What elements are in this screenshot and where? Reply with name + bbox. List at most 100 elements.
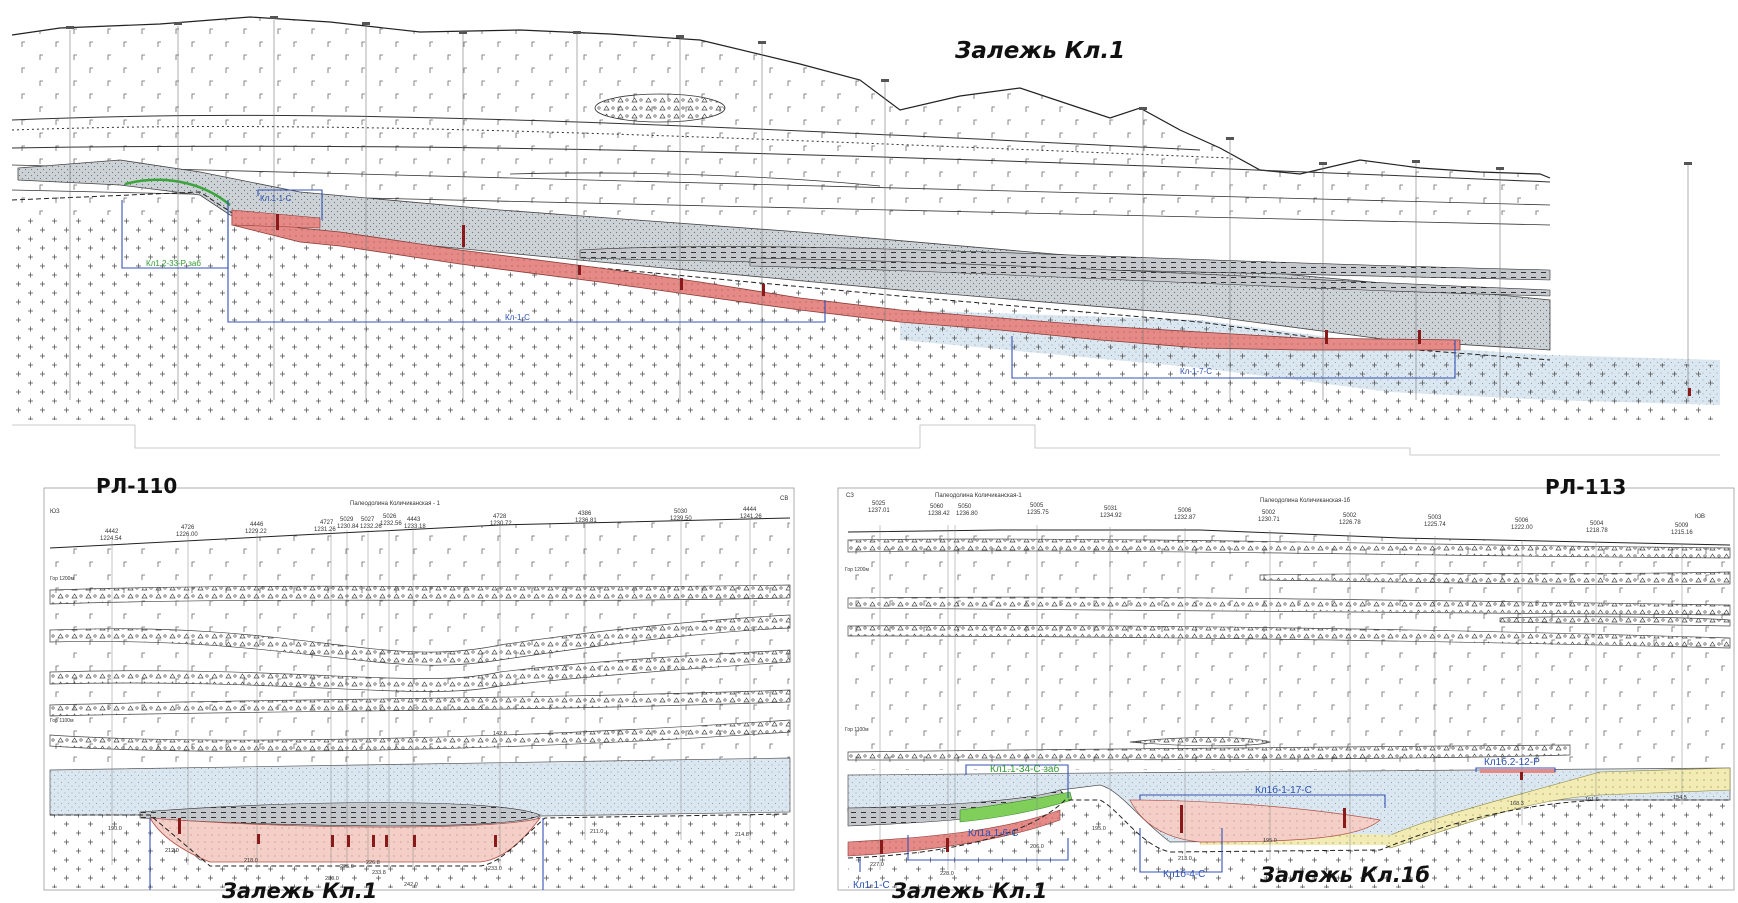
right-bedrock	[848, 800, 1730, 888]
left-well-5-id: 5029	[340, 517, 354, 523]
right-well-9-elev: 1225.74	[1424, 522, 1446, 528]
right-well-10-id: 5006	[1515, 518, 1529, 524]
right-depth-9: 154.5	[1673, 795, 1687, 801]
right-upper-strata	[848, 530, 1730, 770]
left-bedrock	[50, 814, 790, 888]
right-well-7-id: 5002	[1262, 510, 1276, 516]
left-well-11-elev: 1239.50	[670, 516, 692, 522]
left-well-1-id: 4442	[105, 529, 119, 535]
right-well-2-elev: 1238.42	[928, 511, 950, 517]
left-well-1-elev: 1224.54	[100, 536, 122, 542]
top-lens-ellipse	[594, 93, 726, 123]
right-zone-label-green: Кл1.1-34-С заб	[990, 763, 1059, 775]
right-panel-subtitle-1: Палеодолина Количиканская-1	[935, 493, 1022, 499]
right-well-9-id: 5003	[1428, 515, 1442, 521]
left-depth-mark-1: Гор 1200м	[50, 576, 74, 582]
left-well-10-id: 4386	[578, 511, 592, 517]
right-well-1-id: 5025	[872, 501, 886, 507]
left-well-9-elev: 1230.72	[490, 521, 512, 527]
left-well-12-id: 4444	[743, 507, 757, 513]
right-well-4-elev: 1235.75	[1027, 510, 1049, 516]
left-well-11-id: 5030	[674, 509, 688, 515]
right-well-1-elev: 1237.01	[868, 508, 890, 514]
right-panel-title: РЛ-113	[1545, 475, 1626, 499]
left-well-4-id: 4727	[320, 520, 334, 526]
left-well-4-elev: 1231.26	[314, 527, 336, 533]
right-well-10-elev: 1222.00	[1511, 525, 1533, 531]
right-zone-label-blue-b2: Кл1б.2-12-Р	[1484, 756, 1540, 768]
right-well-3-elev: 1236.80	[956, 511, 978, 517]
right-well-11-elev: 1218.78	[1586, 528, 1608, 534]
top-cross-section: Залежь Кл.1 Кл1.2-33-Р заб Кл.1-1-С Кл-1…	[11, 16, 1720, 456]
left-panel-title: РЛ-110	[96, 474, 177, 498]
left-depth-12: 230.0	[325, 876, 339, 882]
right-depth-7: 168.3	[1510, 801, 1524, 807]
right-depth-mark-2: Гор 1100м	[845, 727, 869, 733]
right-well-8-id: 5002	[1343, 513, 1357, 519]
left-well-3-elev: 1229.22	[245, 529, 267, 535]
right-well-3-id: 5050	[958, 504, 972, 510]
top-zone-label-blue-2: Кл-1-С	[505, 313, 530, 322]
right-panel-corner-left: СЗ	[846, 493, 854, 499]
right-well-8-elev: 1226.78	[1339, 520, 1361, 526]
left-well-5-elev: 1230.84	[337, 524, 359, 530]
right-well-12-id: 5009	[1675, 523, 1689, 529]
right-panel-rl113: РЛ-113 Палеодолина Количиканская-1 Палео…	[837, 475, 1735, 903]
left-depth-4: 226.8	[366, 860, 380, 866]
right-zone-label-blue-b1: Кл1б-1-17-С	[1255, 784, 1312, 796]
left-panel-subtitle: Палеодолина Количиканская - 1	[350, 501, 441, 507]
right-well-2-id: 5060	[930, 504, 944, 510]
right-zone-label-blue-1: Кл1-1-С	[853, 880, 890, 891]
top-zone-label-green: Кл1.2-33-Р заб	[146, 259, 201, 268]
right-well-6-id: 5006	[1178, 508, 1192, 514]
right-panel-frame	[837, 487, 1735, 891]
right-depth-8: 161.6	[1585, 797, 1599, 803]
left-depth-5: 233.8	[372, 870, 386, 876]
left-well-6-elev: 1232.26	[360, 524, 382, 530]
left-depth-11: 190.0	[108, 826, 122, 832]
right-depth-6: 195.0	[1263, 838, 1277, 844]
top-zone-label-blue-1: Кл.1-1-С	[260, 194, 292, 203]
right-well-11-id: 5004	[1590, 521, 1604, 527]
right-zone-label-blue-b4: Кл1б-4-С	[1163, 868, 1205, 880]
left-panel-frame	[43, 487, 795, 891]
right-panel-corner-right: ЮВ	[1695, 514, 1705, 520]
left-depth-3: 225.6	[340, 864, 354, 870]
left-well-2-id: 4726	[181, 525, 195, 531]
right-well-5-id: 5031	[1104, 506, 1118, 512]
right-deposit-label-2: Залежь Кл.1б	[1259, 863, 1430, 887]
left-well-10-elev: 1236.81	[575, 518, 597, 524]
left-depth-7: 233.0	[488, 866, 502, 872]
left-depth-6: 242.0	[404, 882, 418, 888]
top-silt-lens-2	[749, 257, 1551, 297]
left-well-12-elev: 1241.26	[740, 514, 762, 520]
right-well-6-elev: 1232.87	[1174, 515, 1196, 521]
right-depth-2: 228.0	[940, 871, 954, 877]
left-panel-corner-right: СВ	[780, 496, 788, 502]
left-depth-10: 142.8	[493, 731, 507, 737]
left-well-7-elev: 1232.56	[380, 521, 402, 527]
top-upper-strata	[12, 17, 1550, 215]
top-zone-label-blue-3: Кл-1-7-С	[1180, 367, 1212, 376]
left-well-8-elev: 1233.18	[404, 524, 426, 530]
right-panel-subtitle-2: Палеодолина Количиканская-1б	[1260, 498, 1351, 504]
left-well-6-id: 5027	[361, 517, 375, 523]
top-deposit-title: Залежь Кл.1	[954, 38, 1125, 64]
left-depth-8: 211.0	[590, 829, 603, 835]
right-depth-4: 195.0	[1092, 826, 1106, 832]
left-panel-corner-left: ЮЗ	[50, 509, 60, 515]
right-zone-label-blue-a: Кл1а.1-6-С	[968, 828, 1019, 839]
left-deposit-label: Залежь Кл.1	[221, 879, 377, 903]
right-deposit-label-1: Залежь Кл.1	[891, 879, 1047, 903]
left-depth-1: 212.0	[165, 848, 179, 854]
top-surface-line	[11, 16, 1551, 179]
top-ore-body	[231, 209, 1461, 351]
left-well-3-id: 4446	[250, 522, 264, 528]
top-green-edge	[124, 178, 231, 206]
right-well-4-id: 5005	[1030, 503, 1044, 509]
left-well-7-id: 5026	[383, 514, 397, 520]
right-well-5-elev: 1234.92	[1100, 513, 1122, 519]
right-well-7-elev: 1230.71	[1258, 517, 1280, 523]
left-depth-mark-2: Гор 1100м	[50, 718, 74, 724]
